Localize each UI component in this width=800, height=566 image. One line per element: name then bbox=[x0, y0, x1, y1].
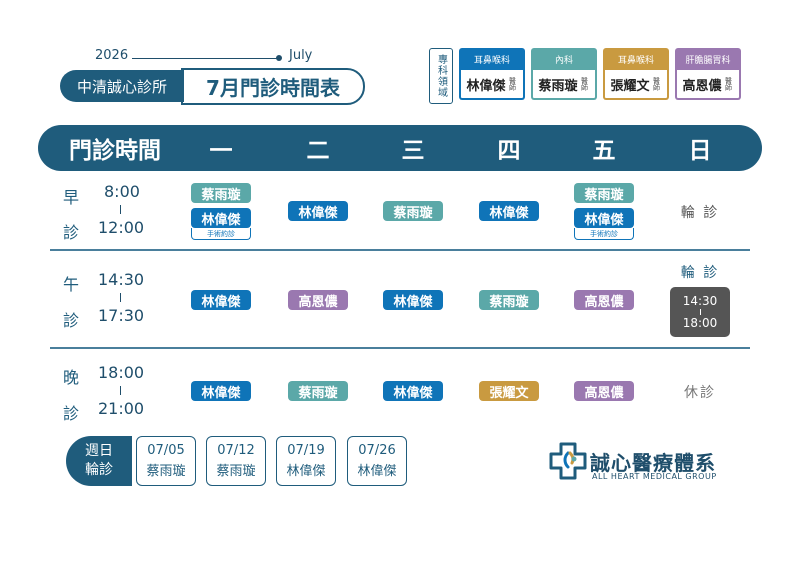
legend-title: 醫師 bbox=[508, 77, 517, 91]
slot-label-bottom: 診 bbox=[63, 311, 80, 330]
legend-title: 醫師 bbox=[580, 77, 589, 91]
time-end: 12:00 bbox=[98, 218, 145, 237]
year-label: 2026 bbox=[95, 48, 129, 63]
brand-name: 誠心醫療體系 bbox=[590, 451, 716, 475]
rotation-doctor: 蔡雨璇 bbox=[146, 464, 186, 479]
rotation-doctor: 蔡雨璇 bbox=[216, 464, 256, 479]
doctor-chip: 蔡雨璇 bbox=[383, 201, 443, 221]
time-end: 17:30 bbox=[98, 306, 145, 325]
legend-specialty: 內科 bbox=[531, 48, 597, 70]
legend-doctor-tsai: 內科 蔡雨璇 醫師 bbox=[531, 48, 597, 102]
sunday-rotation-label: 週日 輪診 bbox=[66, 436, 132, 486]
header-day-wed: 三 bbox=[401, 138, 425, 164]
header-day-sun: 日 bbox=[688, 138, 712, 164]
rotation-label: 輪 診 bbox=[680, 265, 720, 281]
doctor-chip: 蔡雨璇 bbox=[479, 290, 539, 310]
time-start: 14:30 bbox=[98, 270, 145, 289]
header-clinic-hours: 門診時間 bbox=[69, 138, 161, 164]
slot-label-top: 午 bbox=[63, 275, 80, 294]
doctor-chip: 林偉傑 bbox=[288, 201, 348, 221]
rotation-date: 07/05 bbox=[147, 443, 185, 458]
legend-title: 醫師 bbox=[652, 77, 661, 91]
surgery-note: 手術約診 bbox=[574, 228, 634, 240]
rotation-date-card: 07/05 蔡雨璇 bbox=[136, 436, 196, 486]
sunday-rotation-top: 週日 bbox=[85, 443, 113, 459]
surgery-note: 手術約診 bbox=[191, 228, 251, 240]
doctor-chip: 高恩儂 bbox=[574, 290, 634, 310]
legend-doctor-lin: 耳鼻喉科 林偉傑 醫師 bbox=[459, 48, 525, 102]
rotation-doctor: 林偉傑 bbox=[286, 464, 326, 479]
clinic-name: 中清誠心診所 bbox=[60, 70, 184, 102]
legend-title: 醫師 bbox=[724, 77, 733, 91]
legend-doctor-kao: 肝膽腸胃科 高恩儂 醫師 bbox=[675, 48, 741, 102]
page-title: 7月門診時間表 bbox=[181, 68, 365, 105]
hours-end: 18:00 bbox=[682, 316, 718, 330]
table-header-bar bbox=[38, 125, 762, 171]
rotation-date-card: 07/26 林偉傑 bbox=[347, 436, 407, 486]
doctor-chip: 高恩儂 bbox=[574, 381, 634, 401]
header-day-tue: 二 bbox=[306, 138, 330, 164]
doctor-chip: 林偉傑 bbox=[191, 208, 251, 228]
slot-label-bottom: 診 bbox=[63, 404, 80, 423]
rotation-date: 07/12 bbox=[217, 443, 255, 458]
doctor-chip: 蔡雨璇 bbox=[288, 381, 348, 401]
rotation-label: 輪 診 bbox=[680, 205, 720, 221]
doctor-chip: 蔡雨璇 bbox=[191, 183, 251, 203]
header-day-mon: 一 bbox=[209, 138, 233, 164]
time-separator bbox=[120, 386, 121, 395]
legend-name: 高恩儂 bbox=[682, 78, 722, 94]
legend-doctor-chang: 耳鼻喉科 張耀文 醫師 bbox=[603, 48, 669, 102]
header-day-thu: 四 bbox=[497, 138, 521, 164]
legend-name: 蔡雨璇 bbox=[538, 78, 578, 94]
legend-specialty: 耳鼻喉科 bbox=[459, 48, 525, 70]
rotation-date: 07/26 bbox=[358, 443, 396, 458]
header-day-fri: 五 bbox=[592, 138, 616, 164]
brand-logo-icon bbox=[548, 441, 588, 481]
legend-name: 林偉傑 bbox=[466, 78, 506, 94]
row-divider bbox=[50, 249, 750, 251]
hours-separator bbox=[699, 309, 701, 315]
hours-start: 14:30 bbox=[682, 294, 718, 308]
legend-name: 張耀文 bbox=[610, 78, 650, 94]
doctor-chip: 林偉傑 bbox=[479, 201, 539, 221]
sunday-afternoon-hours: 14:30 18:00 bbox=[670, 287, 730, 337]
doctor-chip: 蔡雨璇 bbox=[574, 183, 634, 203]
timeline-line bbox=[132, 58, 278, 59]
slot-label-top: 早 bbox=[63, 188, 80, 207]
closed-label: 休診 bbox=[684, 385, 716, 401]
time-separator bbox=[120, 205, 121, 214]
time-start: 18:00 bbox=[98, 363, 145, 382]
legend-specialty: 肝膽腸胃科 bbox=[675, 48, 741, 70]
legend-label: 專科領域 bbox=[429, 48, 453, 104]
doctor-chip: 林偉傑 bbox=[383, 290, 443, 310]
rotation-date: 07/19 bbox=[287, 443, 325, 458]
time-start: 8:00 bbox=[104, 182, 140, 201]
timeline-dot bbox=[276, 55, 282, 61]
rotation-date-card: 07/12 蔡雨璇 bbox=[206, 436, 266, 486]
slot-label-top: 晚 bbox=[63, 368, 80, 387]
rotation-date-card: 07/19 林偉傑 bbox=[276, 436, 336, 486]
time-end: 21:00 bbox=[98, 399, 145, 418]
doctor-chip: 林偉傑 bbox=[574, 208, 634, 228]
sunday-rotation-bottom: 輪診 bbox=[85, 462, 113, 478]
doctor-chip: 林偉傑 bbox=[191, 290, 251, 310]
month-label: July bbox=[289, 48, 313, 63]
doctor-chip: 張耀文 bbox=[479, 381, 539, 401]
doctor-chip: 高恩儂 bbox=[288, 290, 348, 310]
row-divider bbox=[50, 347, 750, 349]
doctor-chip: 林偉傑 bbox=[383, 381, 443, 401]
time-separator bbox=[120, 293, 121, 302]
doctor-chip: 林偉傑 bbox=[191, 381, 251, 401]
slot-label-bottom: 診 bbox=[63, 223, 80, 242]
brand-name-en: ALL HEART MEDICAL GROUP bbox=[592, 472, 717, 481]
rotation-doctor: 林偉傑 bbox=[357, 464, 397, 479]
legend-specialty: 耳鼻喉科 bbox=[603, 48, 669, 70]
